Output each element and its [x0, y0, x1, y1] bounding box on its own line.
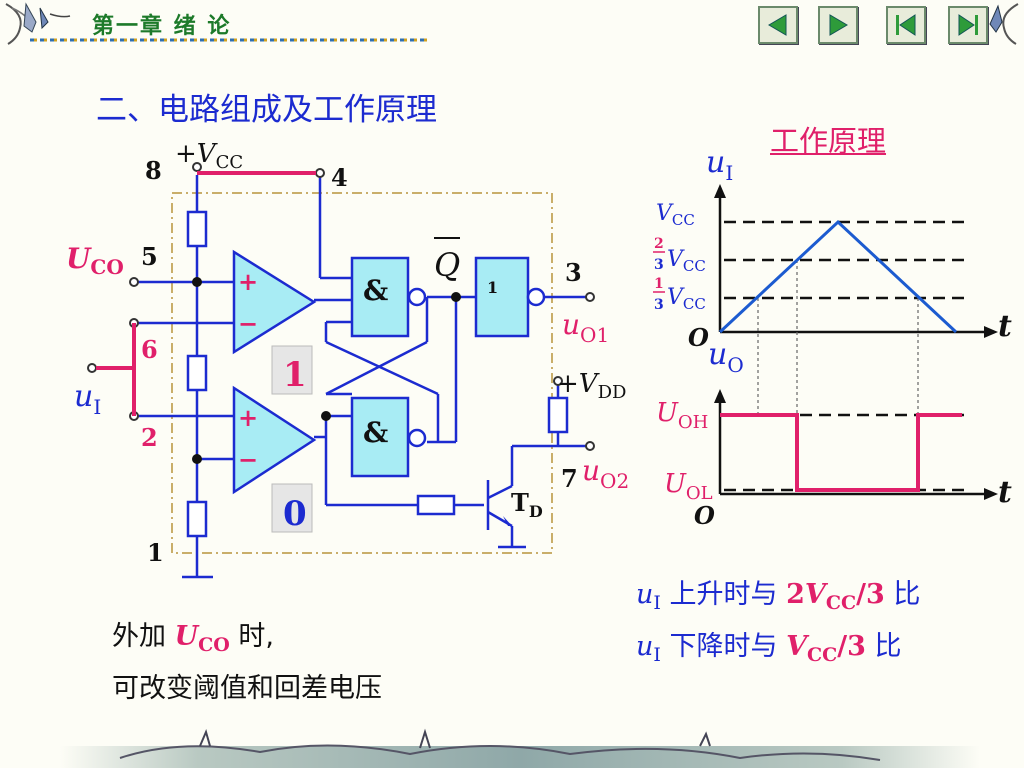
- wave-ui-label: uI: [706, 145, 733, 185]
- level-uoh: UOH: [656, 398, 708, 433]
- nand-gate-bottom: [350, 396, 427, 478]
- chip-boundary: [171, 192, 553, 554]
- pin-5: 5: [141, 242, 158, 271]
- origin-label: O: [688, 323, 709, 352]
- uco-label: UCO: [66, 242, 124, 279]
- section-title: 二、电路组成及工作原理: [96, 92, 437, 128]
- next-slide-button[interactable]: [818, 6, 858, 44]
- q-bar-label: Q: [434, 246, 460, 284]
- origin-label: O: [694, 501, 715, 530]
- time-axis-label: t: [998, 475, 1012, 510]
- pin-3: 3: [565, 258, 582, 287]
- waveform-axes: [718, 190, 990, 496]
- nand-gate-top: [350, 256, 427, 338]
- triangle-left-icon: [768, 14, 787, 36]
- note-falling-compare: uI 下降时与 VCC/3 比: [636, 631, 902, 666]
- working-principle-title: 工作原理: [770, 124, 887, 158]
- skip-to-start-icon: [896, 14, 916, 36]
- level-one-third-vcc: 1 3 VCC: [653, 276, 706, 313]
- svg-text:−: −: [238, 309, 258, 338]
- state-box-0: [271, 483, 313, 533]
- note-external-uco: 外加 UCO 时,: [112, 621, 274, 656]
- state-box-1: [271, 345, 313, 395]
- projection-lines: [757, 260, 919, 490]
- pin-2: 2: [141, 423, 158, 452]
- inverter-gate: [474, 256, 546, 338]
- svg-text:1: 1: [654, 276, 664, 292]
- svg-text:2: 2: [654, 236, 664, 252]
- first-slide-button[interactable]: [886, 6, 926, 44]
- wave-uo-label: uO: [708, 337, 744, 377]
- last-slide-button[interactable]: [948, 6, 988, 44]
- uo-square-wave: [720, 413, 962, 492]
- prev-slide-button[interactable]: [758, 6, 798, 44]
- pink-links: [96, 171, 316, 416]
- vcc-label: +VCC: [175, 139, 243, 173]
- comparator-c1: + −: [232, 249, 317, 355]
- svg-text:VCC: VCC: [667, 285, 706, 313]
- svg-text:VCC: VCC: [667, 247, 706, 275]
- svg-text:+: +: [238, 403, 258, 432]
- uo1-label: uO1: [562, 308, 609, 347]
- chapter-title: 第一章 绪 论: [92, 14, 232, 39]
- pin-8: 8: [145, 156, 162, 185]
- pin-7: 7: [561, 464, 578, 493]
- pin-6: 6: [141, 335, 158, 364]
- not-gate-label: 1: [487, 278, 498, 297]
- resistor-divider: [186, 210, 569, 538]
- level-vcc: VCC: [656, 201, 695, 229]
- pin-4: 4: [331, 163, 348, 192]
- and-gate-label: &: [363, 274, 388, 307]
- left-ornament-icon: [5, 2, 71, 45]
- level-two-thirds-vcc: 2 3 VCC: [653, 236, 706, 275]
- bottom-landscape-decoration: [60, 728, 980, 768]
- state-value-top: 1: [283, 355, 307, 395]
- triangle-right-icon: [829, 14, 848, 36]
- skip-to-end-icon: [958, 14, 978, 36]
- level-uol: UOL: [664, 469, 713, 504]
- svg-text:+: +: [238, 267, 258, 296]
- ui-label: uI: [74, 379, 101, 419]
- svg-text:3: 3: [654, 257, 664, 273]
- pin-1: 1: [147, 538, 164, 567]
- vdd-label: +VDD: [557, 369, 626, 403]
- junction-dots: [192, 277, 461, 464]
- time-axis-label: t: [998, 309, 1012, 344]
- state-value-bottom: 0: [283, 494, 307, 534]
- threshold-lines: [724, 220, 968, 492]
- svg-text:−: −: [238, 445, 258, 474]
- axis-arrows: [714, 184, 998, 500]
- note-threshold-change: 可改变阈值和回差电压: [112, 673, 382, 704]
- ui-triangle-wave: [718, 219, 958, 334]
- transistor-arrow: [503, 516, 512, 526]
- svg-text:3: 3: [654, 297, 664, 313]
- and-gate-label: &: [363, 416, 388, 449]
- note-rising-compare: uI 上升时与 2VCC/3 比: [636, 579, 921, 614]
- transistor-label: TD: [511, 488, 543, 521]
- uo2-label: uO2: [582, 454, 629, 493]
- comparator-c2: + −: [232, 385, 317, 495]
